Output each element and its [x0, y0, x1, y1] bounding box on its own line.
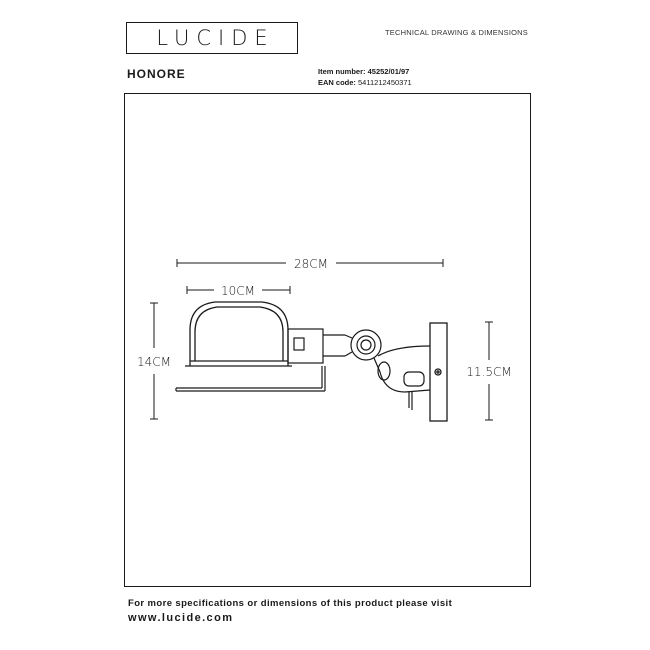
total-height-dimension-line	[150, 302, 158, 420]
plate-height-dimension-line	[485, 321, 493, 421]
shade-width-label: 10CM	[221, 284, 255, 298]
ean-row: EAN code: 5411212450371	[318, 77, 412, 88]
overall-length-dimension-line	[176, 259, 444, 267]
product-name: HONORE	[127, 67, 186, 81]
plate-height-label: 11.5CM	[466, 365, 511, 379]
drawing-frame	[124, 93, 531, 587]
shade-socket	[287, 328, 345, 364]
ean-label: EAN code:	[318, 78, 356, 87]
item-number-label: Item number:	[318, 67, 366, 76]
footer-note: For more specifications or dimensions of…	[128, 598, 453, 609]
product-meta: Item number: 45252/01/97 EAN code: 54112…	[318, 66, 412, 88]
website-link[interactable]: www.lucide.com	[128, 612, 234, 624]
item-number-row: Item number: 45252/01/97	[318, 66, 412, 77]
shade-width-dimension-line	[186, 286, 291, 294]
document-type: TECHNICAL DRAWING & DIMENSIONS	[385, 28, 528, 37]
item-number-value: 45252/01/97	[367, 67, 410, 76]
overall-length-label: 28CM	[294, 257, 328, 271]
total-height-label: 14CM	[137, 355, 171, 369]
logo-text: LUCIDE	[156, 26, 275, 50]
ean-value: 5411212450371	[358, 78, 412, 87]
brand-logo: LUCIDE	[126, 22, 298, 54]
lamp-rod	[175, 366, 326, 392]
wall-plate	[429, 322, 448, 422]
lamp-shade	[185, 301, 292, 367]
hinge-joint	[344, 329, 382, 361]
wall-arm	[373, 345, 431, 410]
